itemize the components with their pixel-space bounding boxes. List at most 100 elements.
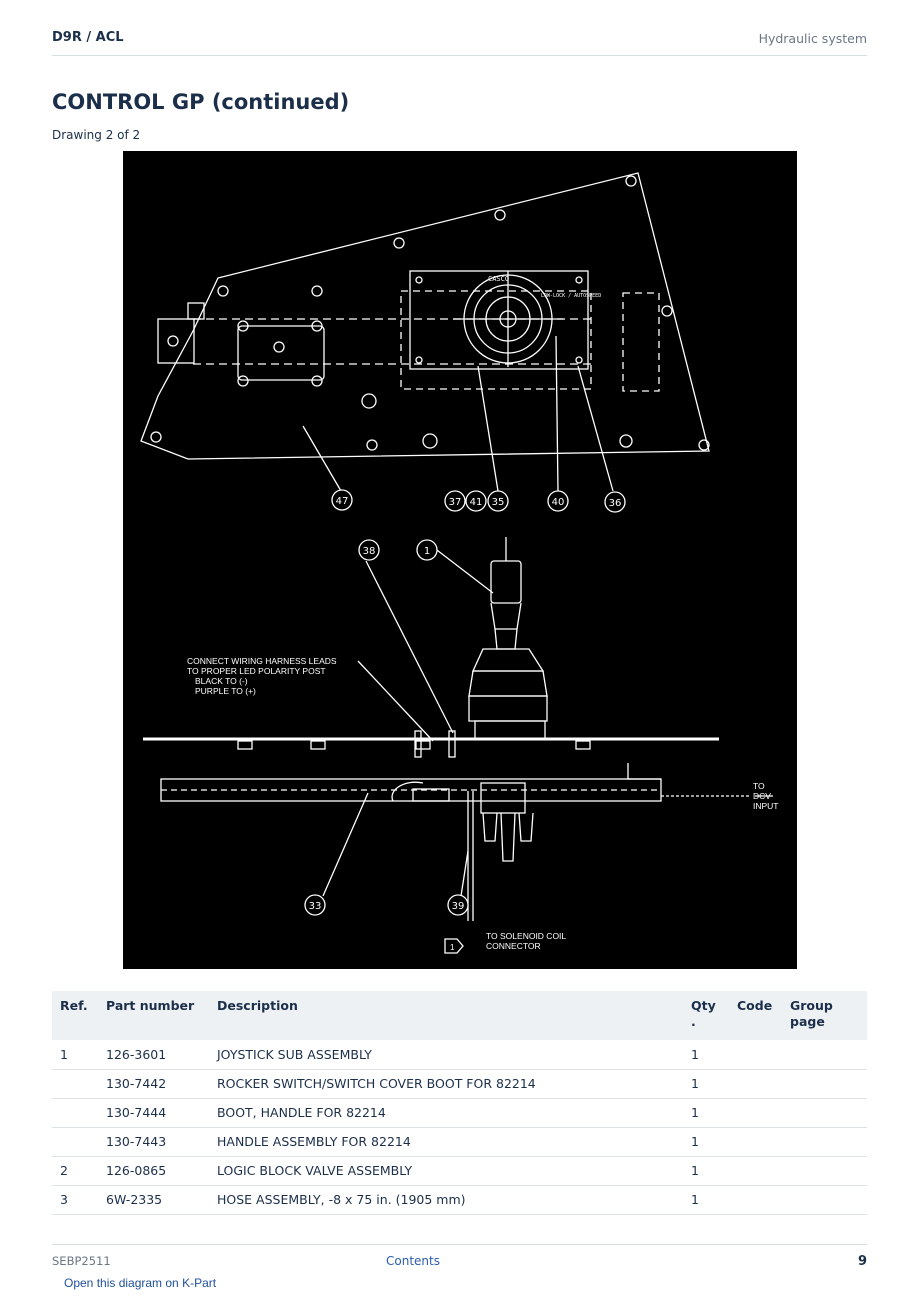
ref-cell: 1 — [52, 1040, 98, 1070]
code-cell — [729, 1185, 782, 1215]
note-flag — [444, 938, 464, 954]
ref-cell — [52, 1069, 98, 1099]
drawing-subtitle: Drawing 2 of 2 — [52, 128, 141, 142]
plate-label: CASCO — [488, 275, 509, 283]
dcv-note-line-2: DCV — [753, 791, 771, 801]
page-number: 9 — [857, 1254, 867, 1269]
group-page-cell — [782, 1156, 867, 1186]
page-title-bold: CONTROL GP — [52, 90, 205, 114]
svg-text:35: 35 — [492, 497, 505, 508]
wiring-note-line-1: CONNECT WIRING HARNESS LEADS — [187, 656, 337, 666]
qty-cell: 1 — [683, 1069, 729, 1099]
svg-text:33: 33 — [309, 901, 322, 912]
part-number-cell: 130-7442 — [98, 1069, 209, 1099]
top-bracket — [187, 302, 205, 320]
qty-cell: 1 — [683, 1185, 729, 1215]
ref-cell — [52, 1098, 98, 1128]
part-number-cell: 126-0865 — [98, 1156, 209, 1186]
plate-cutout — [237, 325, 325, 381]
part-number-cell: 6W-2335 — [98, 1185, 209, 1215]
part-number-cell: 126-3601 — [98, 1040, 209, 1070]
callout-40: 40 — [547, 490, 569, 512]
dcv-note-line-1: TO — [753, 781, 765, 791]
svg-text:41: 41 — [470, 497, 483, 508]
solenoid-note-line-2: CONNECTOR — [486, 941, 541, 951]
description-cell: BOOT, HANDLE FOR 82214 — [209, 1098, 683, 1128]
side-bracket — [157, 318, 195, 364]
svg-text:37: 37 — [449, 497, 462, 508]
group-page-cell — [782, 1127, 867, 1157]
section-label: Hydraulic system — [758, 31, 867, 46]
parts-diagram-svg: CASCO LOW-LOCK / AUTOSPEED 47 37 41 35 4… — [140, 172, 779, 954]
parts-diagram: CASCO LOW-LOCK / AUTOSPEED 47 37 41 35 4… — [123, 151, 797, 969]
page-title: CONTROL GP (continued) — [52, 90, 349, 114]
code-cell — [729, 1156, 782, 1186]
callout-47: 47 — [331, 489, 353, 511]
controller-plate — [409, 270, 589, 370]
page-footer: SEBP2511 Contents 9 — [52, 1244, 867, 1270]
kpart-link[interactable]: Open this diagram on K-Part — [64, 1276, 217, 1290]
svg-text:39: 39 — [452, 901, 465, 912]
part-number-cell: 130-7443 — [98, 1127, 209, 1157]
contents-link[interactable]: Contents — [386, 1254, 440, 1268]
callout-36: 36 — [604, 491, 626, 513]
callout-39: 39 — [447, 894, 469, 916]
description-cell: HANDLE ASSEMBLY FOR 82214 — [209, 1127, 683, 1157]
screw-heads — [150, 175, 710, 451]
col-description: Description — [209, 991, 683, 1040]
svg-text:36: 36 — [609, 498, 622, 509]
model-label: D9R / ACL — [52, 30, 124, 45]
dcv-note-line-3: INPUT — [753, 801, 779, 811]
col-code: Code — [729, 991, 782, 1040]
callout-33: 33 — [304, 894, 326, 916]
col-part-number: Part number — [98, 991, 209, 1040]
solenoid-note-line-1: TO SOLENOID COIL — [486, 931, 566, 941]
console-plate-outline — [140, 172, 710, 460]
svg-text:1: 1 — [424, 546, 430, 557]
svg-text:40: 40 — [552, 497, 565, 508]
description-cell: JOYSTICK SUB ASSEMBLY — [209, 1040, 683, 1070]
col-qty: Qty . — [683, 991, 729, 1040]
qty-cell: 1 — [683, 1127, 729, 1157]
code-cell — [729, 1040, 782, 1070]
callout-1: 1 — [416, 539, 438, 561]
ref-cell: 3 — [52, 1185, 98, 1215]
description-cell: HOSE ASSEMBLY, -8 x 75 in. (1905 mm) — [209, 1185, 683, 1215]
code-cell — [729, 1098, 782, 1128]
ref-cell — [52, 1127, 98, 1157]
flag-label: 1 — [450, 943, 455, 952]
doc-number: SEBP2511 — [52, 1254, 111, 1268]
code-cell — [729, 1069, 782, 1099]
group-page-cell — [782, 1098, 867, 1128]
callout-37: 37 — [444, 490, 466, 512]
callout-41: 41 — [465, 490, 487, 512]
plate-sub-label: LOW-LOCK / AUTOSPEED — [541, 293, 601, 299]
svg-text:38: 38 — [363, 546, 376, 557]
wiring-note-line-4: PURPLE TO (+) — [195, 686, 256, 696]
qty-cell: 1 — [683, 1098, 729, 1128]
wiring-note-line-2: TO PROPER LED POLARITY POST — [187, 666, 326, 676]
joystick-handle — [468, 537, 548, 740]
callout-38: 38 — [358, 539, 380, 561]
col-group-page: Group page — [782, 991, 867, 1040]
svg-text:47: 47 — [336, 496, 349, 507]
group-page-cell — [782, 1069, 867, 1099]
parts-table: Ref. Part number Description Qty . Code … — [52, 991, 867, 1215]
part-number-cell: 130-7444 — [98, 1098, 209, 1128]
group-page-cell — [782, 1040, 867, 1070]
page-header: D9R / ACL Hydraulic system — [52, 30, 867, 56]
qty-cell: 1 — [683, 1156, 729, 1186]
dashed-end-bracket — [622, 292, 660, 392]
group-page-cell — [782, 1185, 867, 1215]
wiring-note-line-3: BLACK TO (-) — [195, 676, 248, 686]
dashed-housing — [400, 290, 592, 390]
callout-35: 35 — [487, 490, 509, 512]
qty-cell: 1 — [683, 1040, 729, 1070]
parts-table-header: Ref. Part number Description Qty . Code … — [52, 991, 867, 1040]
